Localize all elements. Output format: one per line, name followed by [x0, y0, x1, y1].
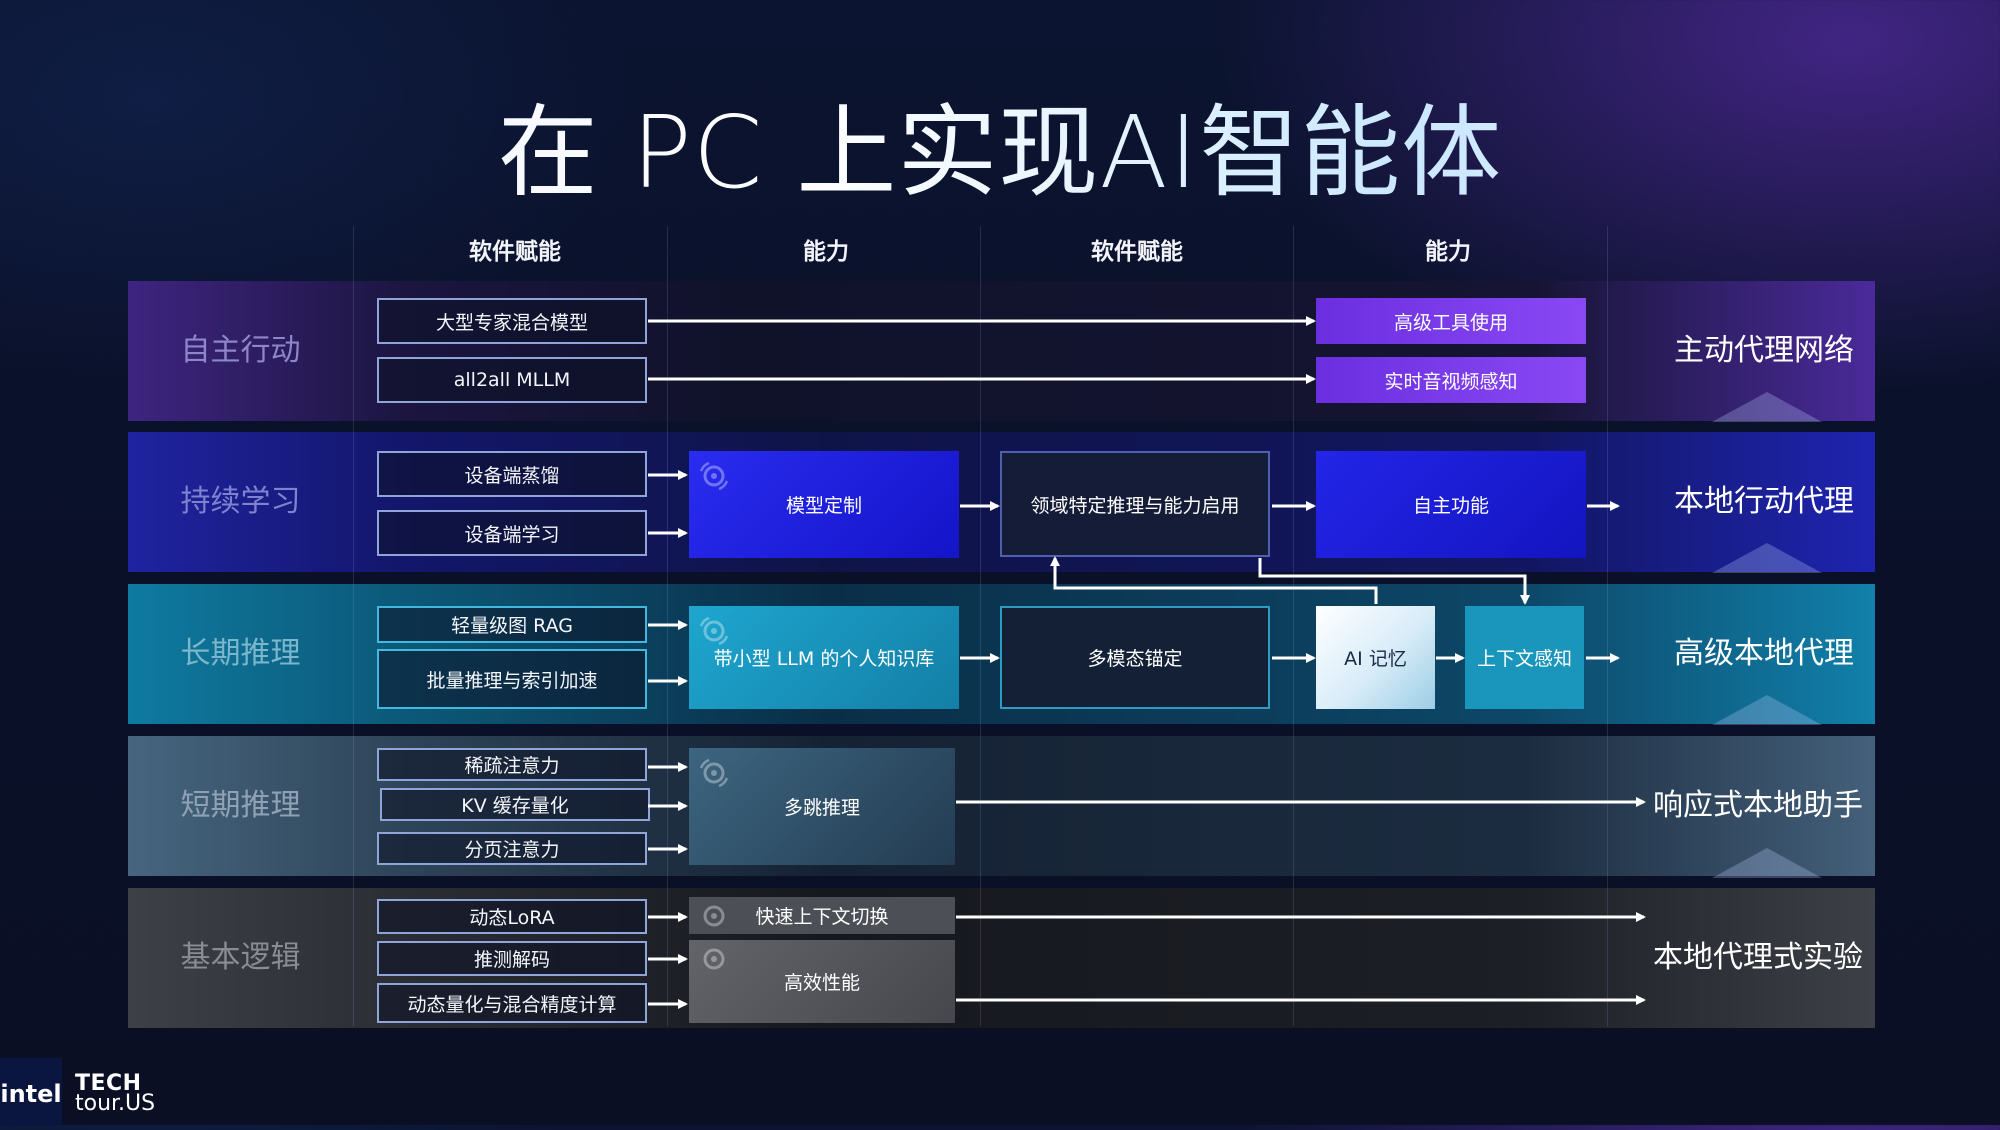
techtour-logo: TECH tour.US — [75, 1071, 195, 1116]
column-header-capability-2: 能力 — [1425, 239, 1471, 265]
software-box-all2all-mllm: all2all MLLM — [377, 357, 647, 403]
up-triangle-marker — [1712, 848, 1822, 878]
up-triangle-marker — [1712, 543, 1822, 573]
gear-cycle-icon — [699, 461, 729, 491]
capability-label: 高效性能 — [783, 972, 860, 994]
column-header-capability-1: 能力 — [803, 239, 849, 265]
capability-label: 带小型 LLM 的个人知识库 — [713, 648, 935, 670]
capability-model-customization: 模型定制 — [689, 451, 959, 558]
software-box-paged-attention: 分页注意力 — [377, 832, 647, 865]
row-label-continuous-learning: 持续学习 — [180, 484, 301, 519]
column-divider — [980, 226, 981, 1026]
software-box-on-device-learning: 设备端学习 — [377, 510, 647, 556]
row-label-long-reasoning: 长期推理 — [180, 636, 301, 671]
capability-personal-knowledge-base: 带小型 LLM 的个人知识库 — [689, 606, 959, 709]
output-local-agentic-experiment: 本地代理式实验 — [1653, 940, 1863, 975]
software-box-dynamic-lora: 动态LoRA — [377, 899, 647, 934]
software-box-domain-reasoning: 领域特定推理与能力启用 — [1000, 451, 1270, 557]
capability-fast-context-switch: 快速上下文切换 — [689, 897, 955, 934]
capability-realtime-av-perception: 实时音视频感知 — [1316, 357, 1586, 403]
gear-cycle-icon — [703, 905, 725, 927]
column-divider — [1293, 226, 1294, 1026]
gear-cycle-icon — [699, 758, 729, 788]
techtour-logo-bottom: tour.US — [75, 1091, 156, 1116]
techtour-logo-top: TECH — [75, 1071, 142, 1096]
software-box-multimodal-grounding: 多模态锚定 — [1000, 606, 1270, 709]
output-advanced-local-agent: 高级本地代理 — [1674, 636, 1854, 671]
capability-label: 快速上下文切换 — [755, 906, 889, 928]
column-divider — [353, 226, 354, 1026]
software-box-batch-inference: 批量推理与索引加速 — [377, 649, 647, 709]
column-header-software-1: 软件赋能 — [469, 239, 561, 265]
up-triangle-marker — [1712, 695, 1822, 725]
arrow — [1050, 556, 1378, 604]
row-label-short-reasoning: 短期推理 — [180, 788, 301, 823]
capability-efficient-performance: 高效性能 — [689, 940, 955, 1023]
up-triangle-marker — [1712, 392, 1822, 422]
capability-context-awareness: 上下文感知 — [1465, 606, 1584, 709]
software-box-dynamic-quant: 动态量化与混合精度计算 — [377, 983, 647, 1023]
row-label-autonomous-action: 自主行动 — [180, 333, 301, 368]
intel-logo: intel — [0, 1058, 62, 1125]
output-responsive-local-assistant: 响应式本地助手 — [1653, 788, 1863, 823]
software-box-speculative-decoding: 推测解码 — [377, 941, 647, 976]
capability-multihop-reasoning: 多跳推理 — [689, 748, 955, 865]
capability-autonomous-function: 自主功能 — [1316, 451, 1586, 558]
column-divider — [1607, 226, 1608, 1026]
software-box-on-device-distillation: 设备端蒸馏 — [377, 451, 647, 497]
gear-cycle-icon — [703, 948, 725, 970]
software-box-moe: 大型专家混合模型 — [377, 298, 647, 344]
row-label-basic-logic: 基本逻辑 — [180, 940, 301, 975]
page-title: 在 PC 上实现AI智能体 — [0, 95, 2000, 210]
column-header-software-2: 软件赋能 — [1091, 239, 1183, 265]
output-proactive-agent-network: 主动代理网络 — [1674, 333, 1854, 368]
gear-cycle-icon — [699, 616, 729, 646]
capability-ai-memory: AI 记忆 — [1316, 606, 1435, 709]
software-box-lightweight-graph-rag: 轻量级图 RAG — [377, 606, 647, 643]
software-box-sparse-attention: 稀疏注意力 — [377, 748, 647, 781]
arrow — [1258, 558, 1530, 605]
capability-advanced-tool-use: 高级工具使用 — [1316, 298, 1586, 344]
capability-label: 多跳推理 — [783, 797, 860, 819]
output-local-action-agent: 本地行动代理 — [1674, 484, 1854, 519]
capability-label: 模型定制 — [785, 495, 862, 517]
